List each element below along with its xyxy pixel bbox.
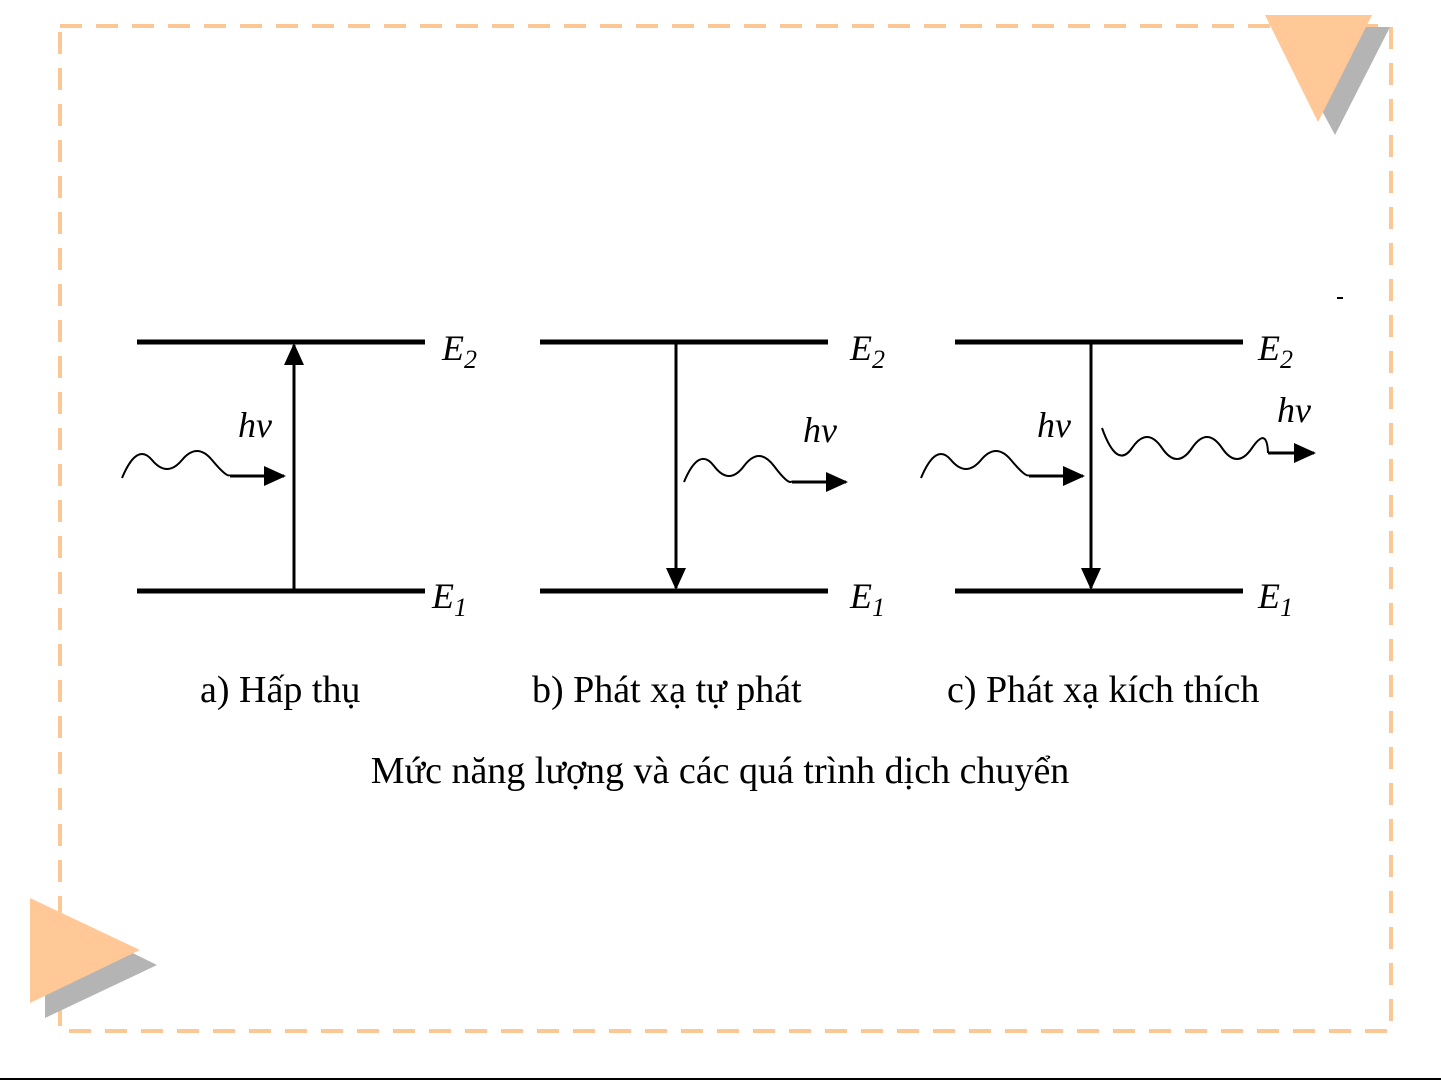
- upper-level-label: E2: [849, 328, 885, 374]
- panel-caption: c) Phát xạ kích thích: [947, 669, 1259, 711]
- photon-label-outgoing: hν: [1277, 390, 1311, 430]
- lower-level-label: E1: [431, 576, 467, 622]
- upper-level-label: E2: [1257, 328, 1293, 374]
- figure-caption: Mức năng lượng và các quá trình dịch chu…: [371, 750, 1070, 792]
- photon-label: hν: [803, 410, 837, 450]
- incoming-photon-wave: [122, 451, 230, 478]
- lower-level-label: E1: [1257, 576, 1293, 622]
- photon-label: hν: [1037, 405, 1071, 445]
- upper-level-label: E2: [441, 328, 477, 374]
- panel-caption: b) Phát xạ tự phát: [532, 669, 802, 711]
- lower-level-label: E1: [849, 576, 885, 622]
- panel-absorption: hν E2 E1 a) Hấp thụ: [122, 328, 477, 711]
- corner-triangle-bottom-left: [30, 898, 157, 1018]
- incoming-photon-wave: [921, 451, 1029, 478]
- corner-triangle-top-right: [1265, 15, 1390, 135]
- emitted-photon-wave: [684, 456, 792, 482]
- photon-label: hν: [238, 405, 272, 445]
- panel-stimulated-emission: hν hν E2 E1 c) Phát xạ kích thích: [921, 328, 1314, 711]
- panel-spontaneous-emission: hν E2 E1 b) Phát xạ tự phát: [532, 328, 885, 711]
- outgoing-photon-wave: [1102, 428, 1268, 459]
- dashed-frame: [60, 26, 1391, 1031]
- panel-caption: a) Hấp thụ: [200, 669, 360, 711]
